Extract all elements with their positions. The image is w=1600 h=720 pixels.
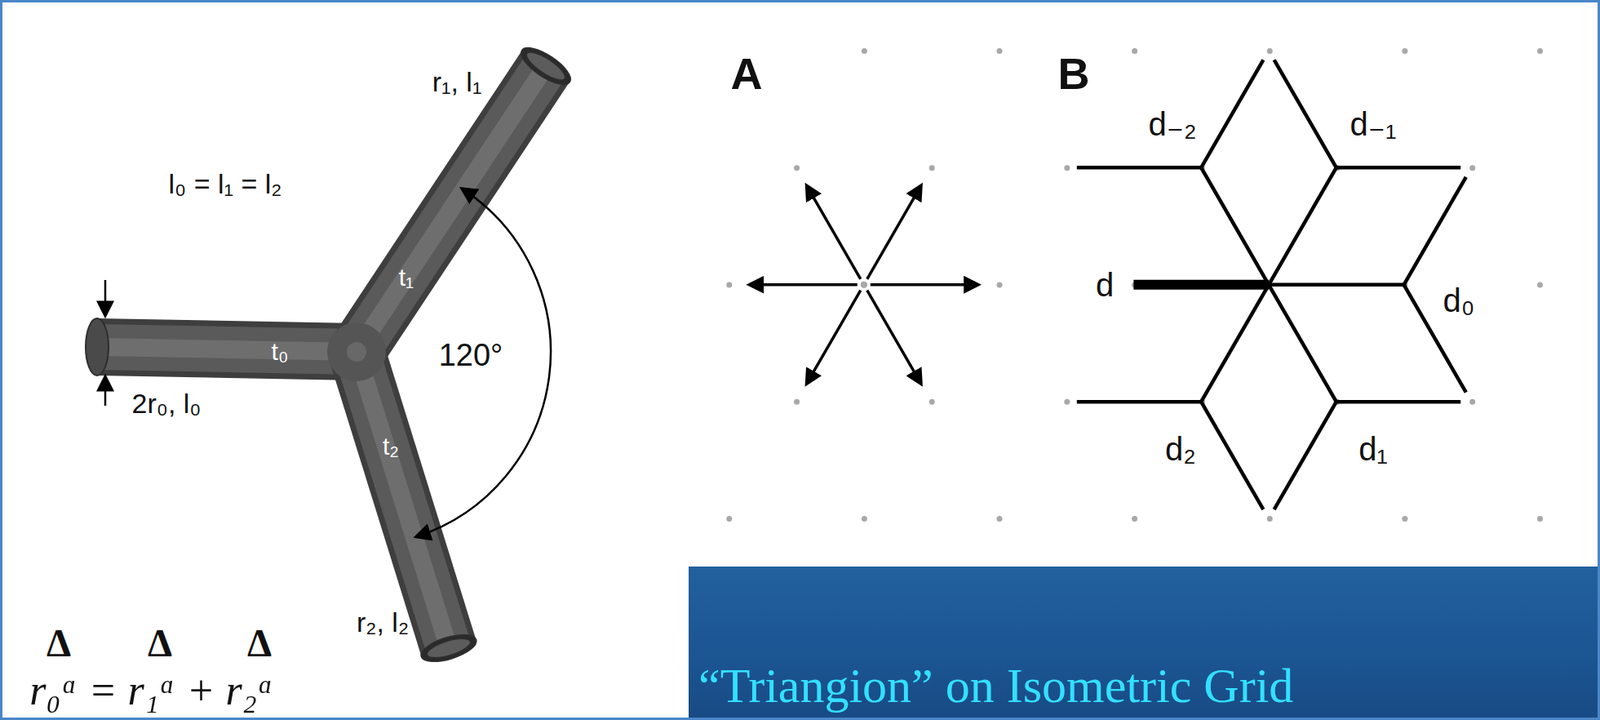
grid-dot (1063, 164, 1070, 171)
grid-dot (929, 398, 936, 405)
rhombus-edge (1201, 59, 1264, 168)
tube-junction (327, 322, 386, 382)
direction-label: d₋₂ (1148, 107, 1197, 141)
dimension-label: 2r₀, l₀ (132, 389, 202, 417)
direction-arrow (867, 186, 922, 280)
tube-highlight (356, 66, 546, 352)
tube-opening (418, 629, 480, 666)
bond-line (1268, 167, 1337, 284)
bond-line (1201, 284, 1269, 402)
tube-opening (425, 633, 474, 662)
grid-dot (793, 164, 800, 171)
grid-dot (997, 282, 1003, 289)
rhombus-edge (1274, 401, 1337, 510)
segment-label: t₁ (398, 265, 414, 290)
panel-letter: A (731, 51, 763, 96)
rhombus-edge (1336, 399, 1461, 404)
bond-line (1201, 167, 1269, 284)
tube-highlight (97, 346, 357, 352)
rhombus-edge (1336, 165, 1461, 170)
slide-title: “Triangion” on Isometric Grid (698, 660, 1592, 710)
murray-law-formula: r₀ᵅ = r₁ᵅ + r₂ᵅ (29, 669, 274, 712)
grid-dot (1063, 398, 1070, 405)
tube-arm-edge (356, 66, 546, 352)
delta-mark: Δ (247, 623, 272, 663)
tube-arm (97, 346, 357, 352)
direction-arrow (867, 290, 922, 384)
tube-highlight (356, 351, 449, 648)
rhombus-edge (1404, 177, 1467, 285)
grid-dot (997, 48, 1003, 54)
direction-arrow (806, 186, 861, 280)
grid-dot (1401, 515, 1408, 522)
grid-dot (1267, 515, 1273, 522)
tube-junction-highlight (346, 341, 367, 362)
grid-dot (1401, 48, 1408, 54)
grid-dot (1131, 48, 1138, 54)
grid-dot (929, 164, 936, 171)
direction-label: d₋₁ (1350, 107, 1397, 141)
direction-label: d₁ (1358, 432, 1388, 466)
tube-arm (356, 66, 546, 352)
grid-dot (1131, 515, 1138, 522)
tube-arm (356, 351, 449, 648)
grid-dot (726, 515, 732, 522)
tube-opening (522, 47, 570, 85)
bond-line (1268, 284, 1337, 402)
direction-arrow (749, 283, 858, 287)
tube-opening (516, 41, 577, 91)
radius-arrow (104, 376, 107, 406)
radius-arrow (104, 279, 107, 315)
delta-mark: Δ (147, 623, 173, 663)
grid-dot (997, 515, 1003, 522)
title-band: “Triangion” on Isometric Grid (688, 566, 1600, 720)
branching-tube (85, 41, 576, 667)
rhombus-edge (1077, 399, 1202, 404)
tube-arm-edge (97, 346, 357, 352)
rhombus-edge (1077, 165, 1202, 170)
bond-line (1268, 283, 1405, 288)
grid-dot (1537, 48, 1543, 54)
dimension-marks (105, 188, 551, 537)
angle-label: 120° (438, 339, 504, 371)
direction-arrow (806, 290, 861, 384)
dimension-label: r₂, l₂ (356, 607, 409, 636)
grid-dot (726, 282, 732, 289)
tube-opening (85, 318, 109, 376)
grid-dot (1469, 164, 1476, 171)
grid-dot (1537, 282, 1543, 289)
grid-dot (1537, 515, 1543, 522)
equal-length-note: l₀ = l₁ = l₂ (168, 169, 283, 198)
grid-dot (860, 281, 868, 289)
panel-letter: B (1058, 51, 1091, 96)
segment-label: t₀ (271, 339, 289, 364)
rhombus-edge (1201, 401, 1264, 510)
angle-arc (416, 188, 551, 537)
direction-label: d₂ (1165, 432, 1197, 466)
tube-arm-edge (356, 351, 449, 648)
rhombus-edge (1274, 59, 1337, 168)
direction-label: d (1095, 268, 1114, 302)
grid-dot (1469, 398, 1476, 405)
segment-label: t₂ (382, 434, 399, 459)
grid-dot (1267, 48, 1273, 54)
grid-dot (861, 48, 868, 54)
grid-dot (861, 515, 868, 522)
delta-mark: Δ (46, 623, 71, 663)
direction-arrow (870, 283, 979, 287)
dimension-label: r₁, l₁ (432, 67, 483, 96)
thick-bond (1133, 279, 1269, 290)
grid-dot (793, 398, 800, 405)
isometric-grid (726, 48, 1543, 522)
direction-label: d₀ (1443, 283, 1476, 317)
